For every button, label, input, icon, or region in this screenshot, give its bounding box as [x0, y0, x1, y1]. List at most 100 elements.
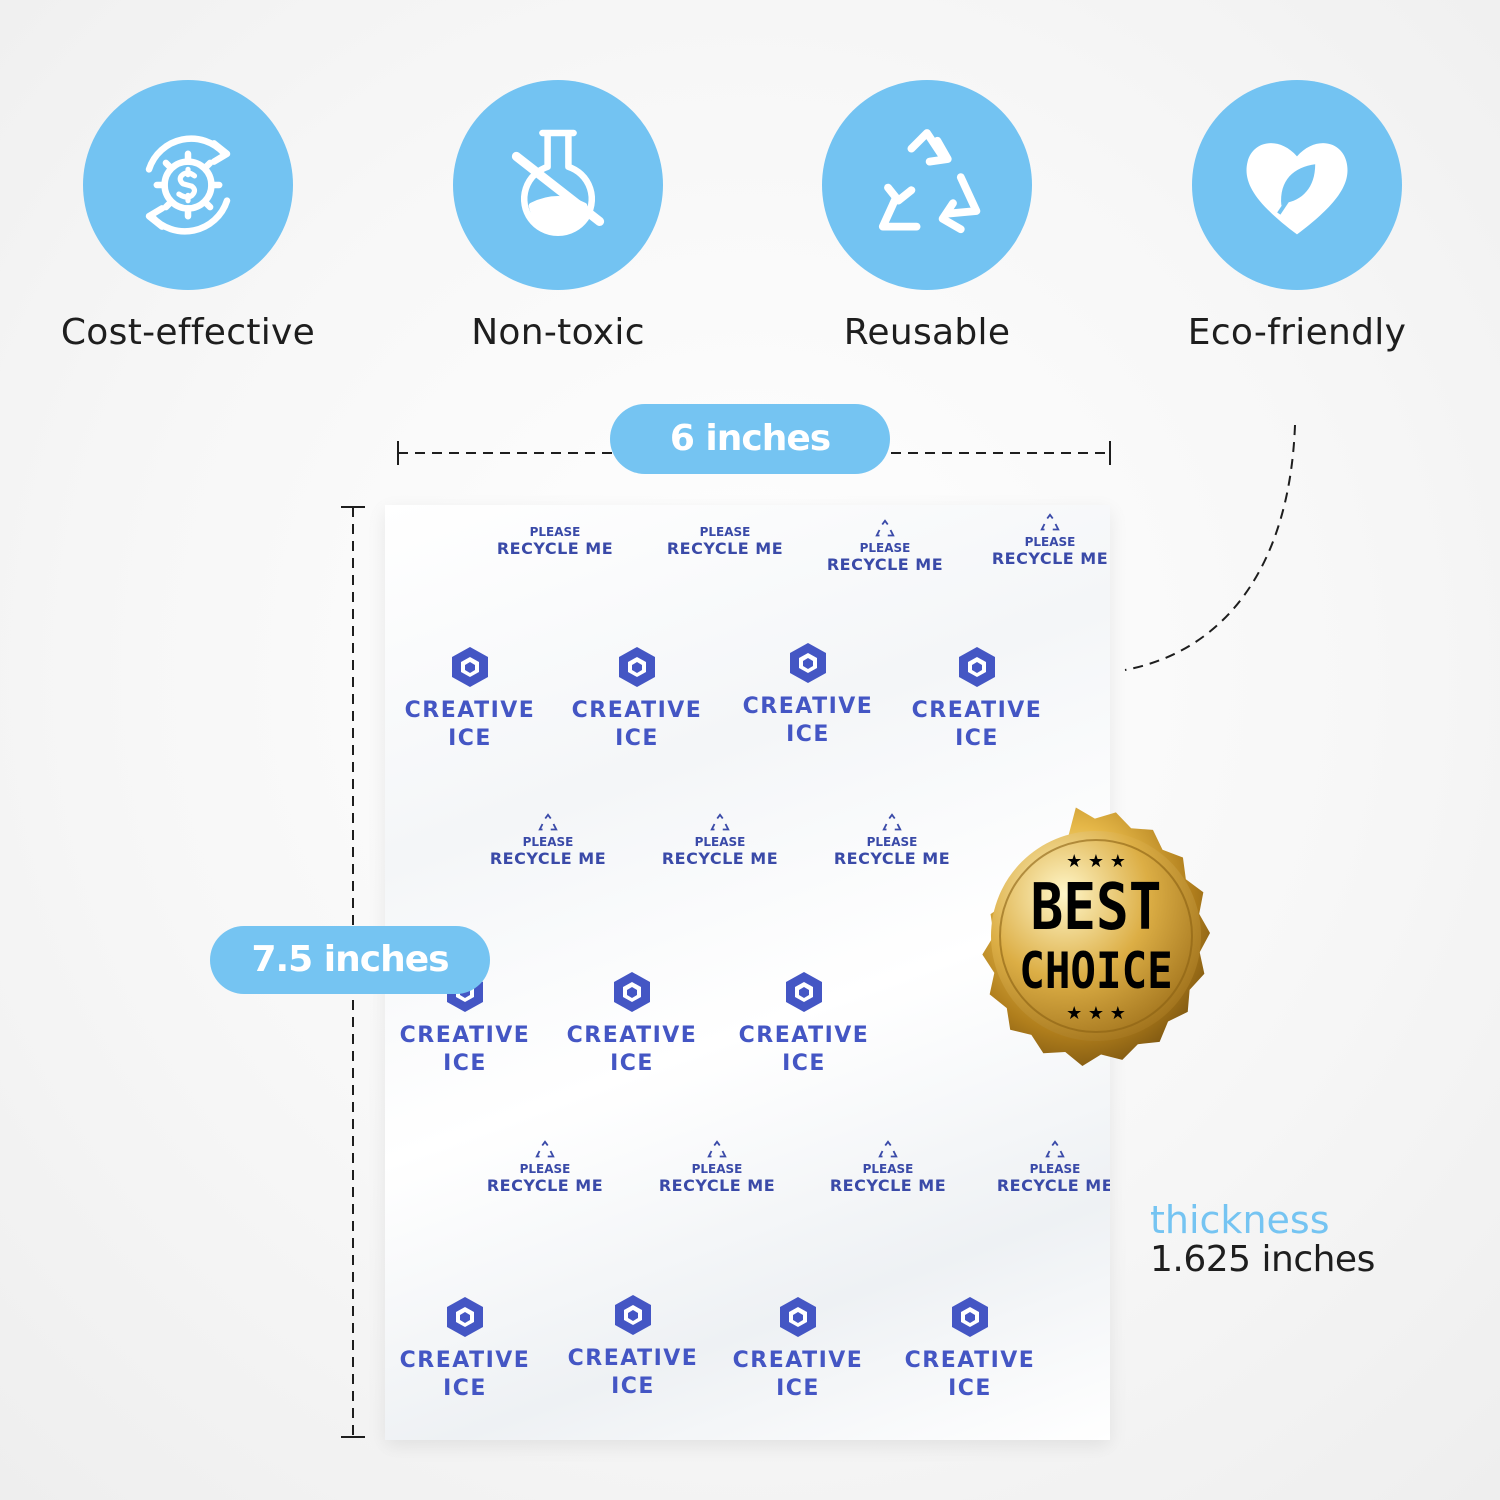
feature-circle: [83, 80, 293, 290]
recycle-line1: PLEASE: [859, 541, 911, 555]
thickness-value: 1.625 inches: [1150, 1239, 1375, 1280]
recycle-symbol-icon: [1040, 513, 1060, 531]
recycle-print: PLEASE RECYCLE ME: [642, 1140, 792, 1196]
dollar-gear-cycle-icon: [145, 135, 231, 235]
brand-print: CREATIVE ICE: [557, 645, 717, 753]
brand-line2: ICE: [448, 726, 492, 751]
brand-print: CREATIVE ICE: [553, 1293, 713, 1401]
recycle-symbol-icon: [878, 1140, 898, 1158]
recycle-arrows-icon: [878, 129, 981, 234]
gold-seal-icon: ★ ★ ★ ★ ★ ★: [982, 807, 1211, 1067]
recycle-line1: PLEASE: [862, 1162, 914, 1176]
recycle-print: PLEASE RECYCLE ME: [980, 1140, 1110, 1196]
hexagon-logo-icon: [615, 1295, 651, 1335]
svg-text:★ ★ ★: ★ ★ ★: [1066, 1003, 1126, 1024]
brand-line2: ICE: [776, 1376, 820, 1401]
recycle-line2: RECYCLE ME: [829, 1176, 947, 1195]
brand-print: CREATIVE ICE: [385, 1295, 545, 1403]
feature-circle: [1192, 80, 1402, 290]
brand-print: CREATIVE ICE: [897, 645, 1057, 753]
feature-reusable: Reusable: [757, 80, 1097, 353]
hexagon-logo-icon: [786, 972, 822, 1012]
brand-print: CREATIVE ICE: [552, 970, 712, 1078]
feature-circle: [453, 80, 663, 290]
hexagon-logo-icon: [452, 647, 488, 687]
brand-line1: CREATIVE: [404, 698, 536, 723]
recycle-symbol-icon: [538, 813, 558, 831]
recycle-line1: PLEASE: [699, 525, 751, 539]
brand-line2: ICE: [615, 726, 659, 751]
recycle-print: PLEASE RECYCLE ME: [645, 813, 795, 869]
brand-print: CREATIVE ICE: [724, 970, 884, 1078]
brand-print: CREATIVE ICE: [390, 645, 550, 753]
feature-cost-effective: Cost-effective: [18, 80, 358, 353]
brand-line1: CREATIVE: [566, 1023, 698, 1048]
recycle-line2: RECYCLE ME: [496, 539, 614, 558]
recycle-line1: PLEASE: [694, 835, 746, 849]
brand-line2: ICE: [610, 1051, 654, 1076]
hexagon-logo-icon: [614, 972, 650, 1012]
brand-line2: ICE: [611, 1374, 655, 1399]
recycle-symbol-icon: [882, 813, 902, 831]
brand-line2: ICE: [443, 1376, 487, 1401]
brand-line1: CREATIVE: [399, 1023, 531, 1048]
recycle-symbol-icon: [875, 519, 895, 537]
thickness-title: thickness: [1150, 1198, 1330, 1242]
recycle-symbol-icon: [1045, 1140, 1065, 1158]
brand-line1: CREATIVE: [399, 1348, 531, 1373]
thickness-dashed-curve: [1124, 424, 1296, 671]
brand-print: CREATIVE ICE: [728, 641, 888, 749]
recycle-line2: RECYCLE ME: [661, 849, 779, 868]
recycle-symbol-icon: [535, 1140, 555, 1158]
recycle-line2: RECYCLE ME: [489, 849, 607, 868]
thickness-annotation: thickness 1.625 inches: [1150, 1200, 1375, 1280]
brand-line2: ICE: [786, 722, 830, 747]
hexagon-logo-icon: [952, 1297, 988, 1337]
brand-line1: CREATIVE: [732, 1348, 864, 1373]
width-label-pill: 6 inches: [610, 404, 890, 474]
ice-pack-image: PLEASE RECYCLE ME PLEASE RECYCLE ME PLEA…: [385, 505, 1110, 1440]
feature-circle: [822, 80, 1032, 290]
recycle-print: PLEASE RECYCLE ME: [817, 813, 967, 869]
height-label-pill: 7.5 inches: [210, 926, 490, 994]
brand-print: CREATIVE ICE: [718, 1295, 878, 1403]
feature-label: Reusable: [843, 312, 1011, 353]
feature-label: Non-toxic: [471, 312, 645, 353]
hexagon-logo-icon: [790, 643, 826, 683]
hexagon-logo-icon: [619, 647, 655, 687]
recycle-print: PLEASE RECYCLE ME: [480, 525, 630, 559]
recycle-print: PLEASE RECYCLE ME: [650, 525, 800, 559]
feature-label: Eco-friendly: [1187, 312, 1407, 353]
recycle-line2: RECYCLE ME: [996, 1176, 1110, 1195]
feature-eco-friendly: Eco-friendly: [1127, 80, 1467, 353]
recycle-line2: RECYCLE ME: [826, 555, 944, 574]
recycle-print: PLEASE RECYCLE ME: [473, 813, 623, 869]
recycle-print: PLEASE RECYCLE ME: [975, 513, 1110, 569]
brand-line2: ICE: [443, 1051, 487, 1076]
hexagon-logo-icon: [447, 1297, 483, 1337]
recycle-line1: PLEASE: [522, 835, 574, 849]
recycle-line1: PLEASE: [866, 835, 918, 849]
brand-line1: CREATIVE: [738, 1023, 870, 1048]
leaf-heart-icon: [1246, 143, 1348, 235]
hexagon-logo-icon: [959, 647, 995, 687]
hexagon-logo-icon: [780, 1297, 816, 1337]
badge-line1: BEST: [1030, 871, 1162, 945]
brand-line2: ICE: [955, 726, 999, 751]
recycle-line1: PLEASE: [529, 525, 581, 539]
feature-label: Cost-effective: [60, 312, 316, 353]
recycle-line2: RECYCLE ME: [658, 1176, 776, 1195]
recycle-line1: PLEASE: [691, 1162, 743, 1176]
brand-line1: CREATIVE: [911, 698, 1043, 723]
recycle-line2: RECYCLE ME: [833, 849, 951, 868]
brand-line2: ICE: [782, 1051, 826, 1076]
brand-line1: CREATIVE: [904, 1348, 1036, 1373]
recycle-line1: PLEASE: [1024, 535, 1076, 549]
brand-line1: CREATIVE: [742, 694, 874, 719]
best-choice-badge: ★ ★ ★ ★ ★ ★ BEST CHOICE: [965, 805, 1227, 1067]
recycle-symbol-icon: [710, 813, 730, 831]
recycle-print: PLEASE RECYCLE ME: [470, 1140, 620, 1196]
recycle-symbol-icon: [707, 1140, 727, 1158]
recycle-print: PLEASE RECYCLE ME: [813, 1140, 963, 1196]
brand-line1: CREATIVE: [567, 1346, 699, 1371]
